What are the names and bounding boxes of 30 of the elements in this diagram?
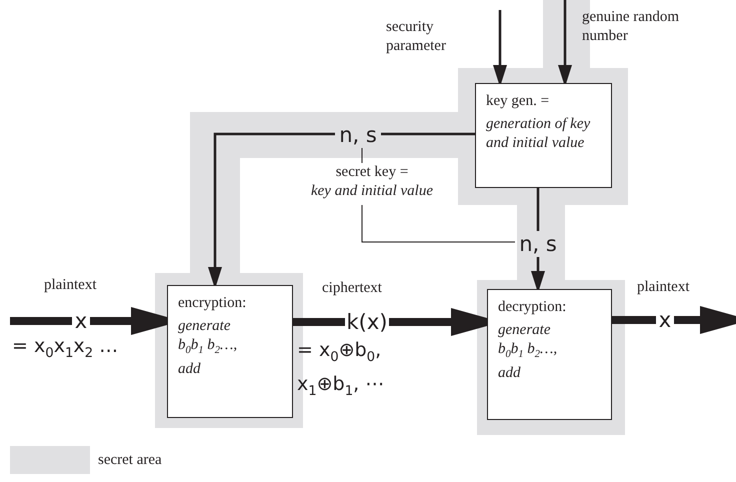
flow-label: ciphertext [322, 279, 383, 298]
legend-label: secret area [98, 451, 162, 470]
variable-label: x [656, 306, 674, 334]
box-heading: decryption: [498, 298, 568, 317]
connector-line [536, 188, 540, 231]
box-heading: key gen. = [486, 92, 550, 111]
edge-label: genuine random number [582, 8, 680, 46]
flow-label: plaintext [637, 278, 690, 297]
process-box [475, 83, 612, 188]
variable-label: n, s [335, 122, 381, 148]
edge-label: security parameter [386, 18, 447, 56]
box-body-text: generate b$_{0}$b$_{1}$ b$_{2}$…, add [178, 317, 238, 379]
variable-label: x [72, 307, 90, 335]
leader-line [362, 204, 516, 242]
connector-line [10, 317, 72, 325]
note-heading: secret key = [334, 163, 410, 182]
connector-line [381, 132, 475, 136]
note-body-text: key and initial value [310, 182, 434, 201]
box-body-text: generation of key and initial value [486, 115, 592, 153]
connector-line [612, 316, 656, 324]
variable-label: k(x) [345, 308, 389, 336]
box-body-text: generate b$_{0}$b$_{1}$ b$_{2}$…, add [498, 321, 558, 383]
process-box [487, 289, 612, 420]
variable-label: n, s [515, 231, 561, 257]
formula-text: = x$_{0}$⊕b$_{0}$, x$_{1}$⊕b$_{1}$, ⋯ [297, 338, 386, 401]
process-box [167, 285, 293, 418]
flow-label: plaintext [44, 276, 98, 295]
connector-line [293, 318, 345, 326]
formula-text: = x$_{0}$x$_{1}$x$_{2}$ … [12, 334, 120, 363]
box-heading: encryption: [178, 294, 248, 313]
